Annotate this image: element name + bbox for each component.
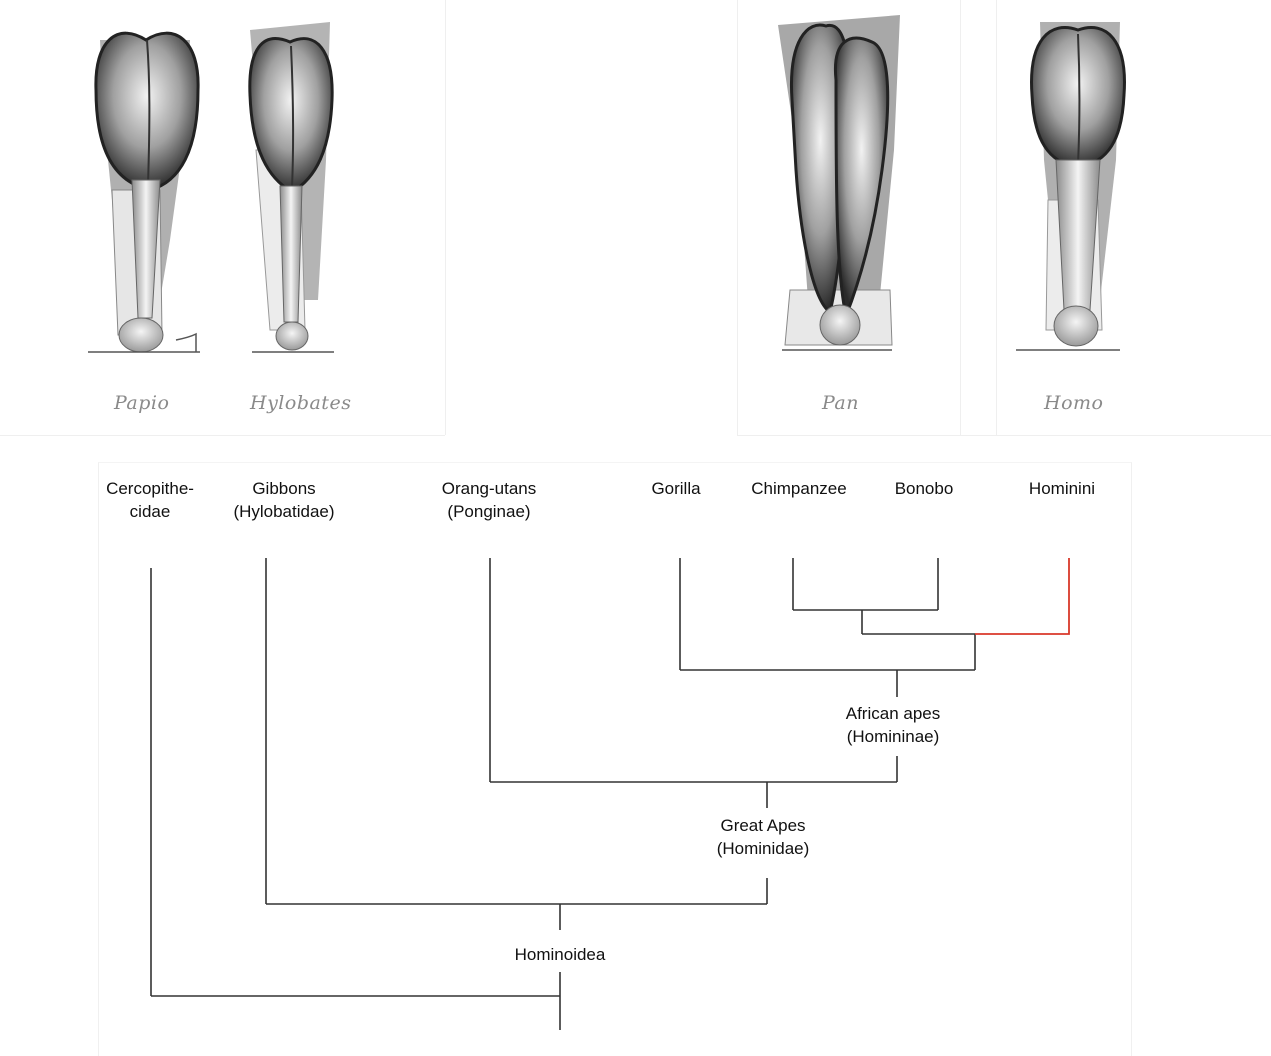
taxon-label-gorilla: Gorilla — [626, 477, 726, 500]
taxon-label-cercopithecidae: Cercopithe- cidae — [80, 477, 220, 523]
taxon-label-chimpanzee: Chimpanzee — [734, 477, 864, 500]
taxon-label-orang-utans: Orang-utans (Ponginae) — [414, 477, 564, 523]
taxon-label-bonobo: Bonobo — [874, 477, 974, 500]
clade-label-african-apes: African apes (Homininae) — [822, 702, 964, 748]
taxon-label-hominini: Hominini — [1012, 477, 1112, 500]
taxon-label-gibbons: Gibbons (Hylobatidae) — [206, 477, 362, 523]
clade-label-hominoidea: Hominoidea — [480, 943, 640, 966]
clade-label-great-apes: Great Apes (Hominidae) — [692, 814, 834, 860]
branch-hominini-highlight — [975, 558, 1069, 634]
